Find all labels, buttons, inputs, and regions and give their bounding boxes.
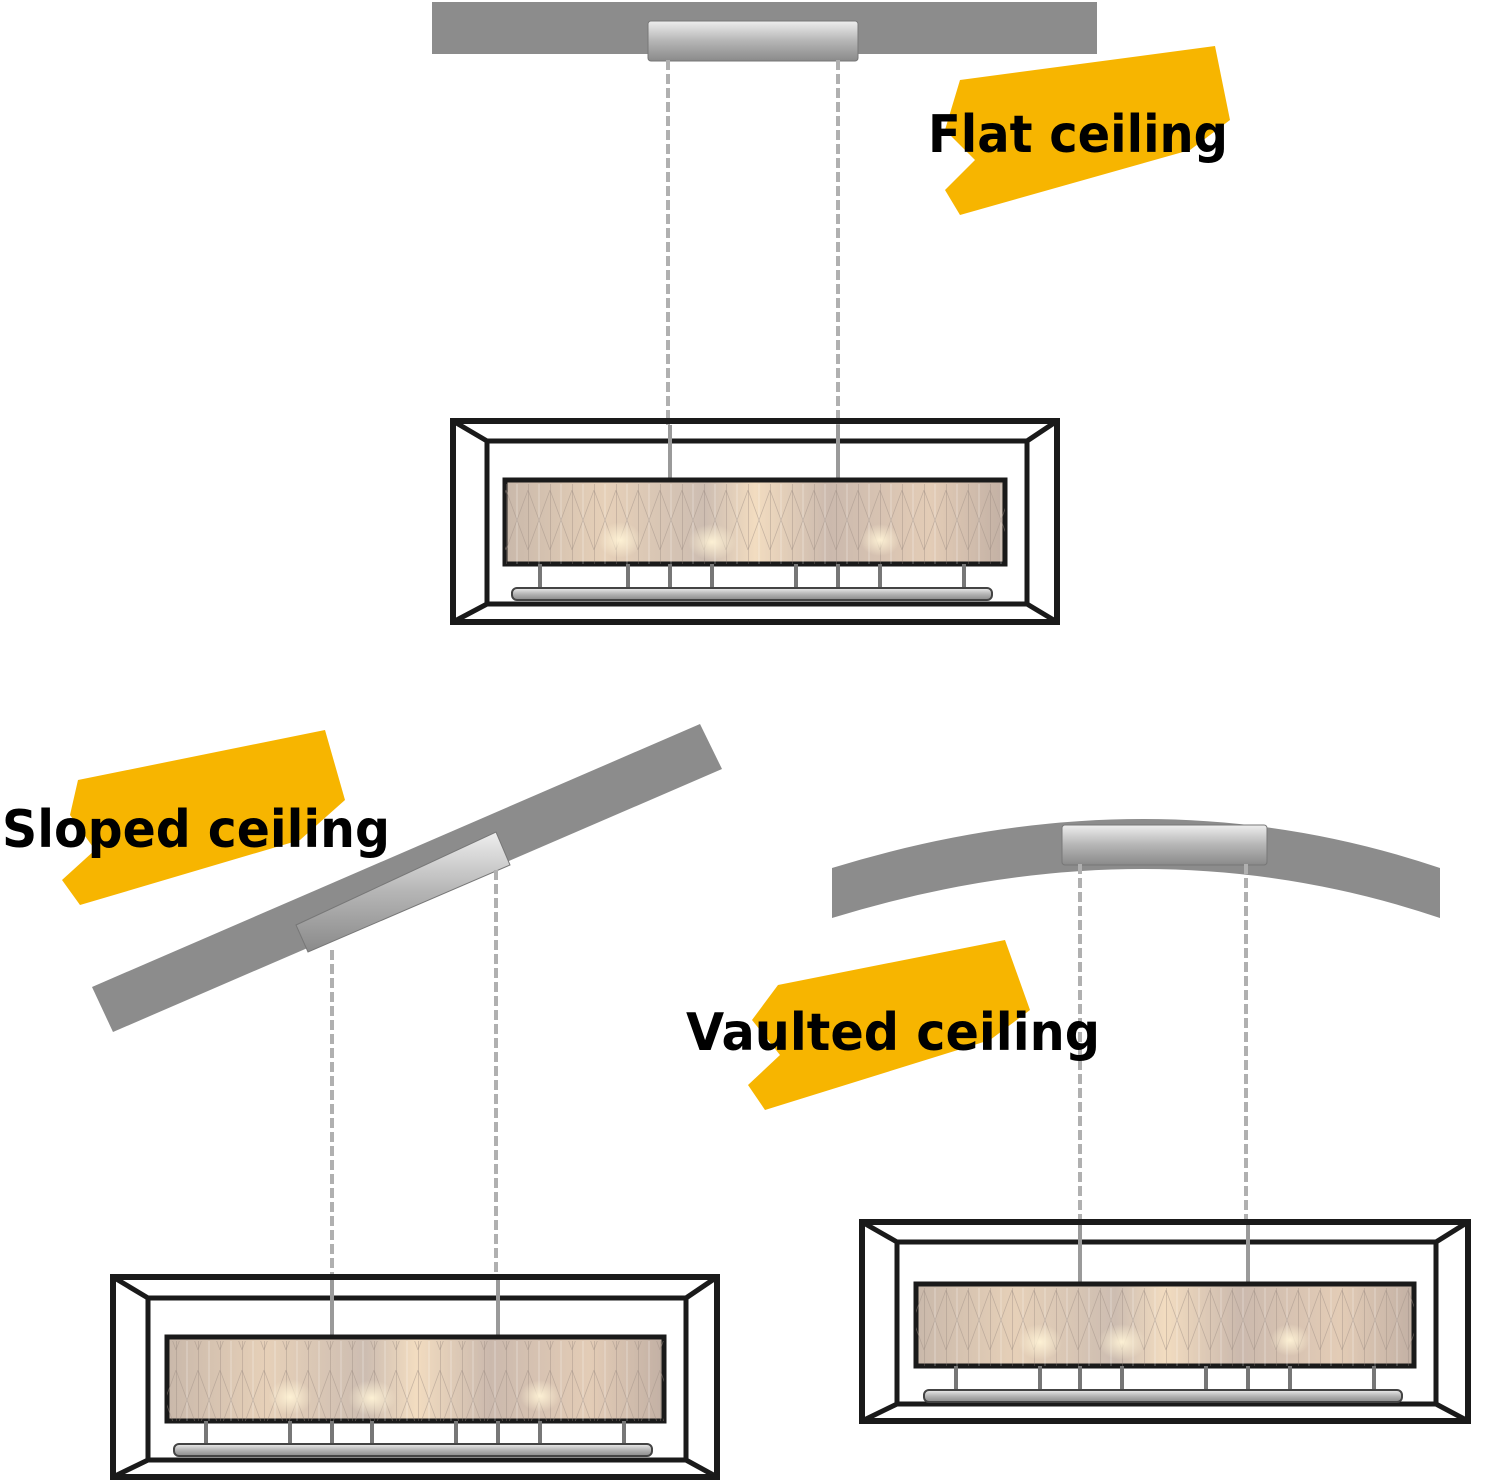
- sloped-canopy: [295, 831, 511, 953]
- vaulted-brush-stroke: [748, 940, 1030, 1110]
- vaulted-canopy: [1061, 824, 1268, 866]
- flat-chains: [666, 60, 840, 425]
- vaulted-chandelier: [859, 1219, 1471, 1424]
- flat-brush-stroke: [945, 46, 1230, 215]
- sloped-chains: [330, 870, 498, 1280]
- flat-ceiling-group: Flat ceiling: [432, 2, 1230, 625]
- sloped-ceiling-group: Sloped ceiling: [2, 724, 722, 1480]
- flat-ceiling-label: Flat ceiling: [928, 105, 1228, 165]
- sloped-ceiling-label: Sloped ceiling: [2, 800, 390, 860]
- vaulted-ceiling-arc: [832, 819, 1440, 918]
- sloped-chandelier: [110, 1274, 720, 1480]
- vaulted-ceiling-label: Vaulted ceiling: [686, 1003, 1100, 1063]
- flat-chandelier: [450, 418, 1060, 625]
- flat-canopy: [647, 20, 859, 62]
- sloped-brush-stroke: [62, 730, 345, 905]
- vaulted-ceiling-group: Vaulted ceiling: [686, 819, 1471, 1424]
- vaulted-chains: [1078, 864, 1248, 1225]
